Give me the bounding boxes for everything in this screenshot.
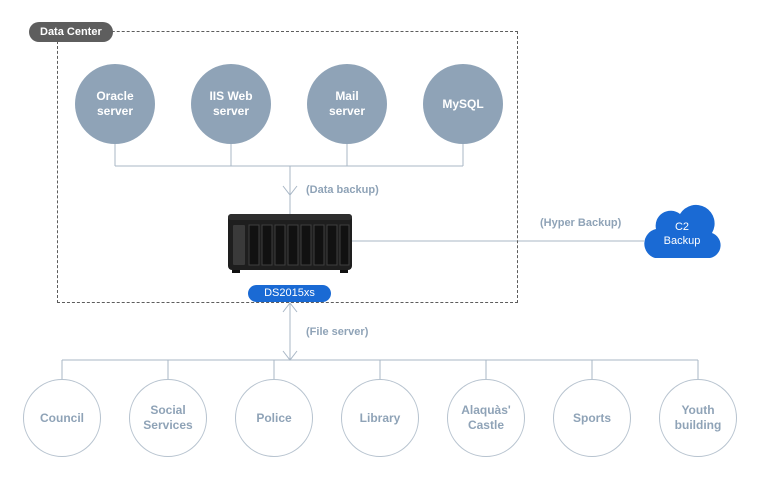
site-node-sports: Sports: [553, 379, 631, 457]
nas-device-icon: [228, 214, 352, 273]
site-label-line1: Police: [256, 410, 292, 425]
site-node-council: Council: [23, 379, 101, 457]
file-server-arrowhead-up: [282, 302, 298, 313]
site-node-alaquas-castle: Alaquàs'Castle: [447, 379, 525, 457]
site-node-police: Police: [235, 379, 313, 457]
site-label-line1: Youth: [681, 403, 715, 417]
site-label-line1: Alaquàs': [461, 403, 511, 417]
server-label-line2: server: [328, 104, 366, 118]
site-label-line1: Sports: [572, 410, 611, 425]
server-label-line1: IIS Web: [209, 89, 253, 103]
cloud-label-line1: C2: [674, 221, 690, 233]
site-label-line1: Social: [150, 403, 186, 417]
site-label-line1: Council: [40, 410, 84, 425]
server-connectors: [114, 143, 464, 214]
cloud-icon: [644, 204, 721, 258]
server-label-line2: server: [212, 104, 250, 118]
site-node-library: Library: [341, 379, 419, 457]
site-connectors: [61, 303, 699, 379]
server-label-line2: server: [96, 104, 134, 118]
server-label-line1: MySQL: [442, 96, 484, 111]
site-label-line1: Library: [359, 410, 401, 425]
site-label-line2: Services: [143, 418, 193, 432]
server-node-mysql: MySQL: [423, 64, 503, 144]
datacenter-label: Data Center: [29, 22, 113, 42]
server-label-line1: Oracle: [96, 89, 134, 103]
site-label-line2: Castle: [467, 418, 504, 432]
nas-model-badge: DS2015xs: [248, 285, 331, 302]
server-label-line1: Mail: [335, 89, 359, 103]
hyper-backup-label: (Hyper Backup): [540, 217, 622, 229]
file-server-arrowhead-down: [282, 350, 298, 361]
datacenter-boundary: [57, 31, 518, 303]
cloud-backup-label: C2 Backup: [647, 220, 717, 248]
data-backup-label: (Data backup): [306, 184, 379, 196]
cloud-label-line2: Backup: [663, 235, 701, 247]
file-server-label: (File server): [306, 326, 369, 338]
site-label-line2: building: [674, 418, 722, 432]
data-backup-arrowhead: [282, 185, 298, 196]
